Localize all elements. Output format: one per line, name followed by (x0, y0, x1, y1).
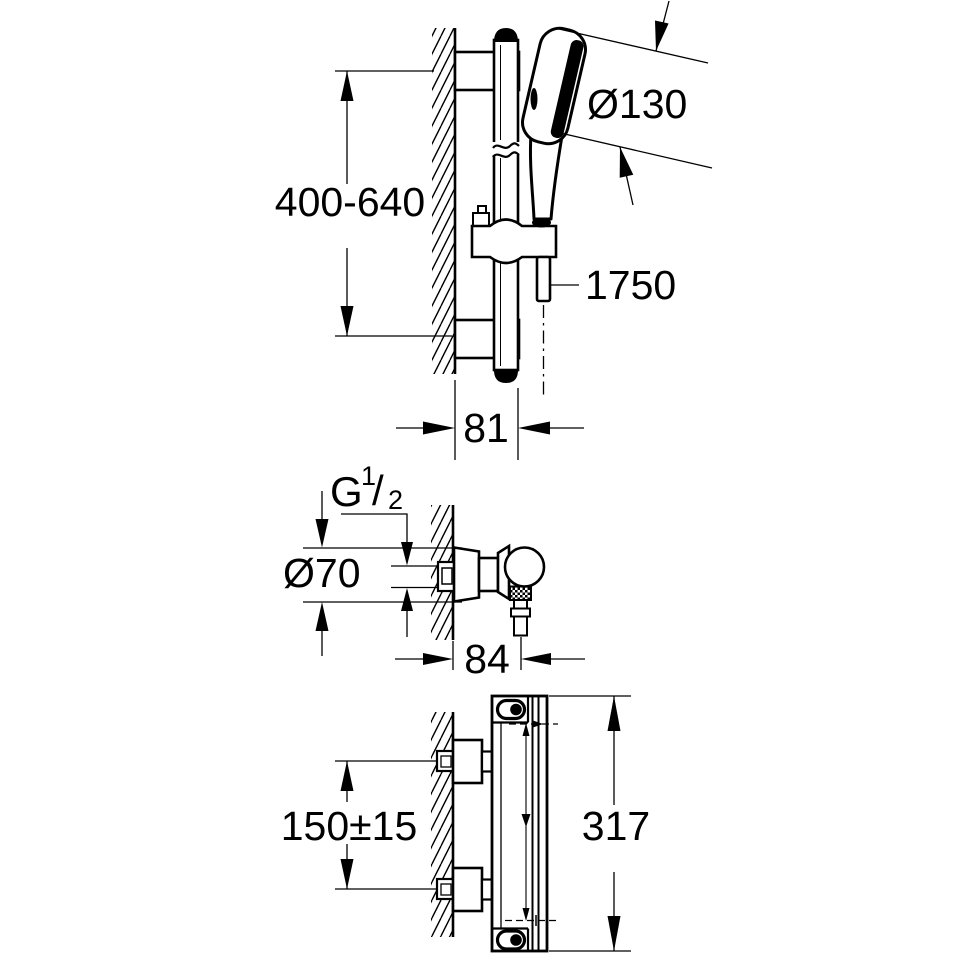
dim-depth-label: 84 (464, 636, 510, 682)
arrow-up-icon (340, 761, 354, 791)
arrow-left-icon (518, 421, 550, 435)
mixer-knob (503, 546, 546, 588)
dimension-wall-distance: 81 (396, 380, 584, 460)
dimension-flange-diameter: Ø70 (283, 491, 361, 656)
arrow-right-icon (423, 421, 455, 435)
dimension-inlet-spacing: 150±15 (281, 760, 436, 890)
arrow-down-icon (607, 916, 621, 951)
escutcheon-flange (452, 545, 481, 604)
hand-shower (521, 26, 587, 221)
dimension-rail-height: 400-640 (275, 70, 452, 337)
arrow-up-icon (340, 71, 354, 101)
view-mixer-side: G 1 / 2 Ø70 84 (283, 461, 585, 682)
dim-thread-numerator: 1 (361, 461, 376, 491)
mixer-body (452, 543, 546, 637)
handle-socket (532, 217, 551, 228)
dim-head-diameter-label: Ø130 (587, 81, 687, 127)
arrow-down-icon (401, 542, 413, 566)
rail-bottom-cap (494, 370, 518, 383)
rail-top-cap (494, 28, 518, 42)
arrow-left-icon (521, 653, 551, 665)
dim-thread-denominator: 2 (388, 485, 403, 515)
arrow-down-icon (315, 519, 329, 548)
arrow-down-icon (340, 306, 354, 336)
dim-thread-slash: / (372, 467, 384, 514)
dimension-head-diameter: Ø130 (555, 0, 713, 206)
dim-wall-distance-label: 81 (463, 405, 509, 451)
slider-holder (470, 205, 558, 303)
holder-knob (472, 212, 490, 227)
dim-rail-height-label: 400-640 (275, 179, 425, 225)
arrow-up-icon (607, 696, 621, 731)
dim-thread-label: G (330, 468, 363, 515)
thermostat-body (490, 694, 558, 953)
dimension-thread: G 1 / 2 (330, 461, 413, 637)
hose-connector (535, 255, 552, 303)
arrow-down-icon (340, 859, 354, 889)
handle-bottom-dot (510, 934, 522, 946)
dimension-body-height: 317 (549, 695, 650, 952)
hose-outlet (513, 615, 528, 637)
handle-top-dot (510, 703, 522, 716)
wall-hatching (432, 28, 455, 374)
dim-flange-diameter-label: Ø70 (283, 550, 361, 596)
hand-shower-handle (528, 132, 564, 221)
dimension-hose-length: 1750 (551, 262, 676, 308)
dim-hose-length-label: 1750 (585, 262, 676, 308)
arrow-right-icon (423, 653, 453, 665)
arrow-up-icon (315, 602, 329, 631)
dim-inlet-spacing-label: 150±15 (281, 803, 418, 849)
hose-nut (509, 585, 532, 601)
mixer-neck (477, 556, 500, 593)
spray-face (550, 40, 584, 139)
dimension-depth: 84 (395, 636, 585, 682)
holder-body (470, 218, 558, 265)
dim-body-height-label: 317 (582, 803, 650, 849)
arrow-icon (619, 147, 634, 178)
view-thermostat-side: 150±15 317 (281, 694, 650, 953)
inlet-union-bottom (435, 866, 494, 913)
view-shower-rail-set: 400-640 (275, 0, 713, 460)
wall-hatching (431, 712, 453, 937)
shower-rail (490, 28, 522, 383)
arrow-up-icon (401, 588, 413, 611)
arrow-icon (655, 20, 669, 51)
